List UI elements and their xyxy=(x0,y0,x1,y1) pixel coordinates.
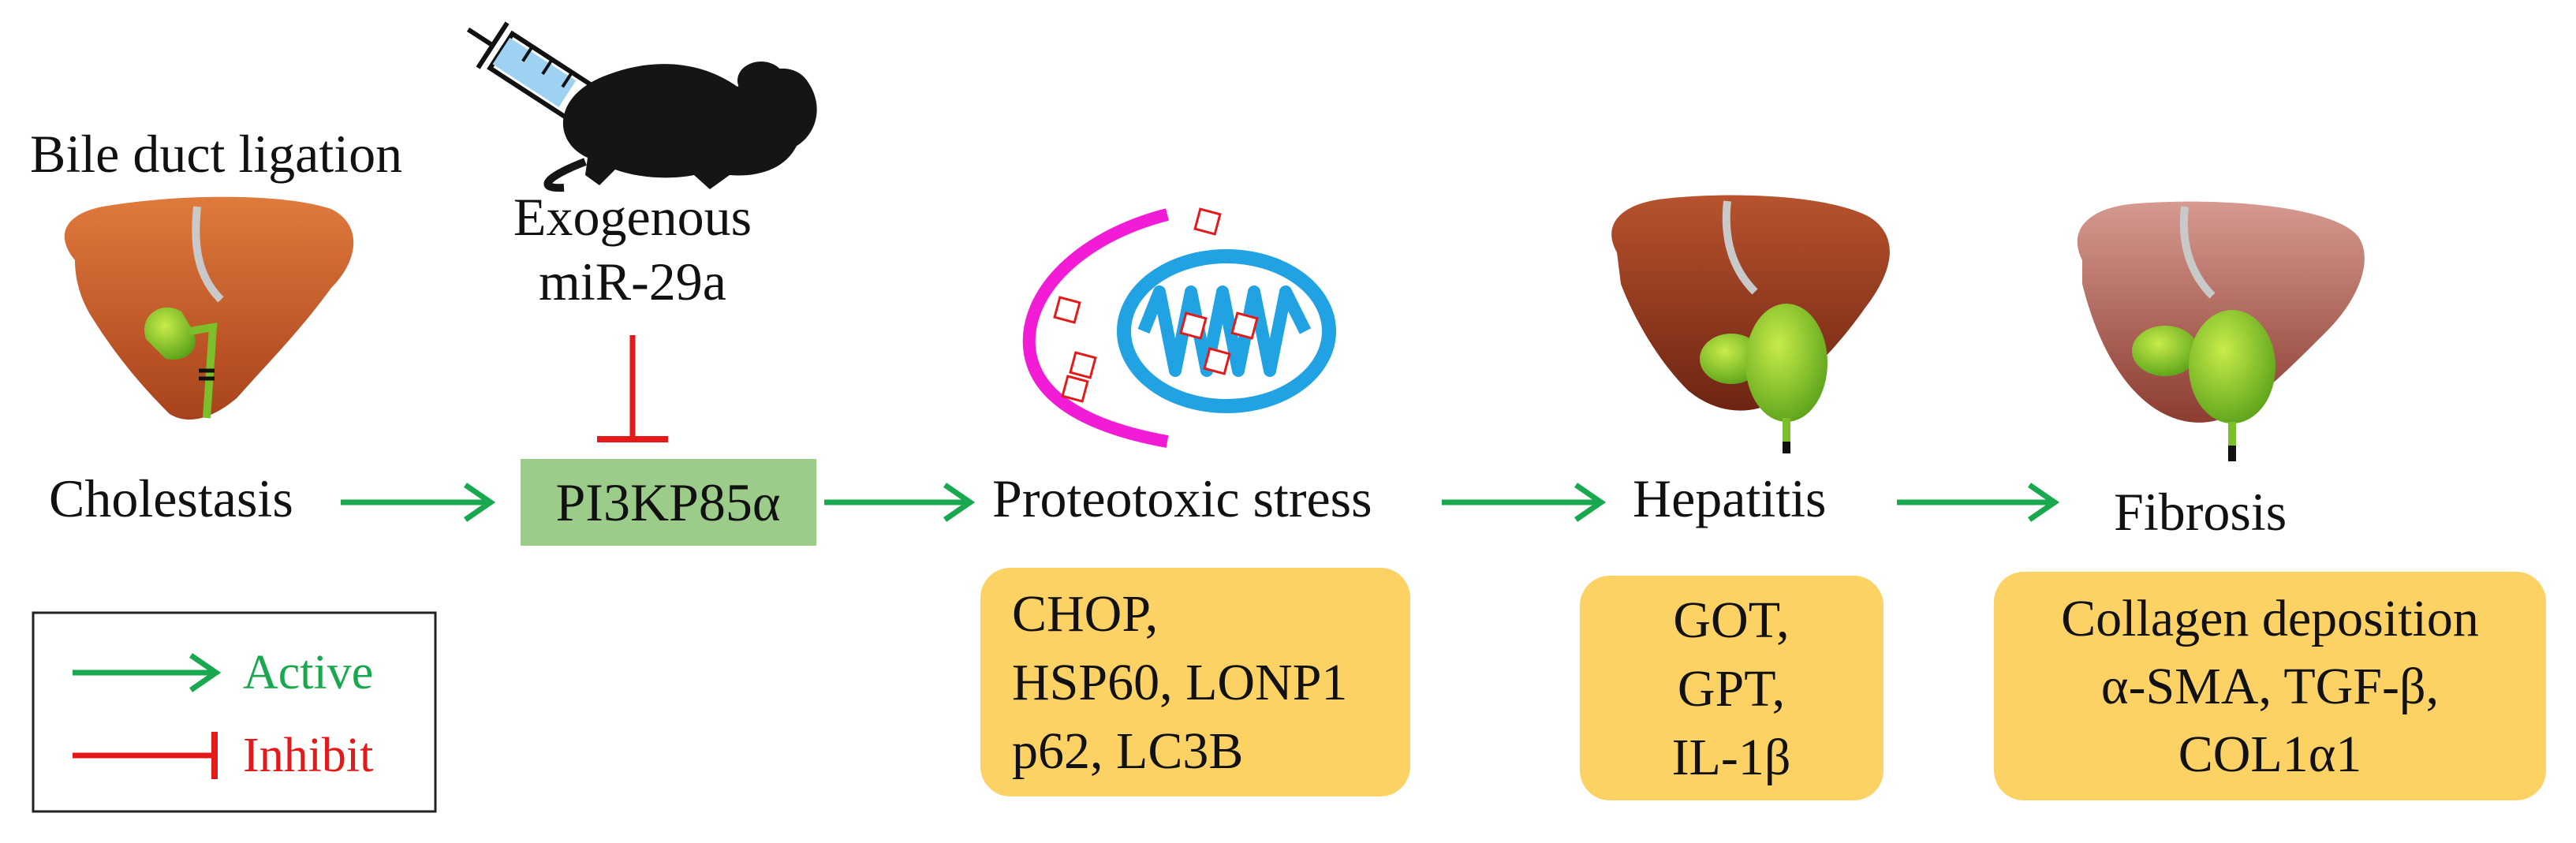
active-arrow-2 xyxy=(824,483,976,522)
fibrosis-marker-box: Collagen deposition α-SMA, TGF-β, COL1α1 xyxy=(1994,572,2546,800)
marker-text: HSP60, LONP1 xyxy=(1012,654,1347,711)
active-arrow-3 xyxy=(1442,483,1607,522)
exogenous-label: Exogenous xyxy=(513,187,752,247)
bile-duct-ligation-label: Bile duct ligation xyxy=(30,124,402,184)
marker-text: GPT, xyxy=(1678,660,1785,718)
hepatitis-marker-box: GOT, GPT, IL-1β xyxy=(1580,576,1883,800)
mouse-icon xyxy=(543,62,817,192)
liver-icon-hepatitis xyxy=(1611,195,1890,453)
marker-text: GOT, xyxy=(1673,591,1789,649)
marker-text: CHOP, xyxy=(1012,585,1158,643)
liver-icon-cholestasis xyxy=(64,196,354,420)
legend-active-label: Active xyxy=(243,646,373,699)
fibrosis-label: Fibrosis xyxy=(2114,482,2287,542)
pi3k-label: PI3KP85α xyxy=(555,472,780,532)
pi3k-box xyxy=(521,459,816,546)
marker-text: IL-1β xyxy=(1672,729,1791,786)
legend-active-arrow xyxy=(73,653,222,692)
legend-inhibit-symbol xyxy=(73,732,218,779)
inhibit-arrow xyxy=(597,335,668,442)
active-arrow-1 xyxy=(341,483,496,522)
hepatitis-label: Hepatitis xyxy=(1633,468,1827,528)
mir29a-label: miR-29a xyxy=(539,252,726,311)
marker-text: α-SMA, TGF-β, xyxy=(2101,658,2439,715)
active-arrow-4 xyxy=(1897,483,2060,522)
marker-text: Collagen deposition xyxy=(2061,590,2479,647)
legend-inhibit-label: Inhibit xyxy=(243,729,373,782)
proteotoxic-marker-box: CHOP, HSP60, LONP1 p62, LC3B xyxy=(980,568,1410,796)
legend: Active Inhibit xyxy=(32,611,437,813)
marker-text: p62, LC3B xyxy=(1012,722,1243,780)
liver-icon-fibrosis xyxy=(2077,201,2365,461)
marker-text: COL1α1 xyxy=(2178,726,2362,783)
cholestasis-label: Cholestasis xyxy=(49,468,293,528)
proteotoxic-stress-label: Proteotoxic stress xyxy=(992,468,1372,528)
mitochondrion-icon xyxy=(1022,207,1336,448)
